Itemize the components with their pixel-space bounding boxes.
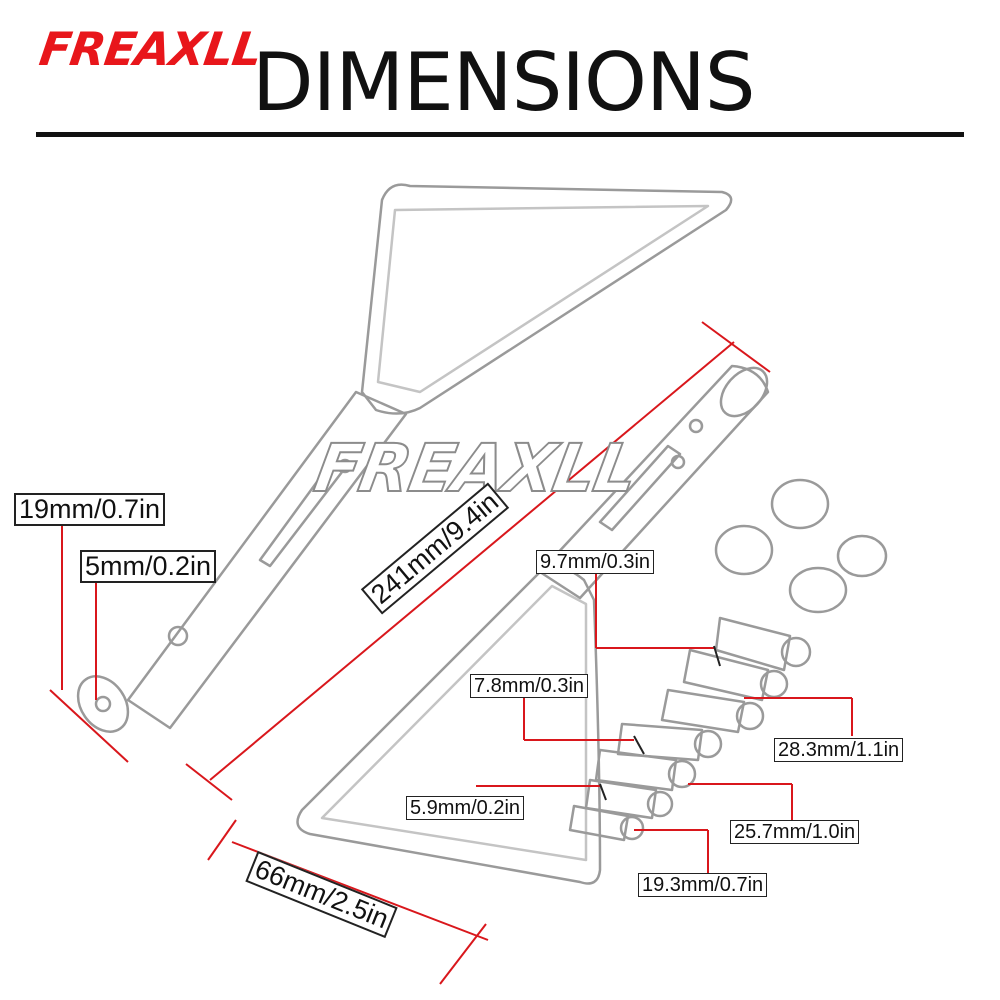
right-arm-end-cap (719, 366, 769, 418)
page-title: DIMENSIONS (252, 36, 756, 129)
bolt-label-28-3mm: 28.3mm/1.1in (774, 738, 904, 762)
bolt-label-19-3mm: 19.3mm/0.7in (638, 873, 768, 897)
hole-diameter-label: 5mm/0.2in (80, 550, 217, 583)
bolt-set-upper (660, 616, 812, 734)
left-arm-end-cap (76, 675, 130, 733)
left-mirror-glass-inner (376, 204, 710, 394)
left-mirror-glass (360, 183, 733, 415)
end-cap (770, 478, 830, 530)
bolt-label-5-9mm: 5.9mm/0.2in (406, 796, 525, 820)
right-mirror-glass-inner (320, 584, 588, 862)
left-mirror-arm (126, 390, 408, 730)
right-arm-slot (598, 444, 682, 532)
bolt-label-25-7mm: 25.7mm/1.0in (730, 820, 860, 844)
bolt-measure-ticks (599, 645, 721, 801)
end-cap (788, 566, 848, 614)
bolt-set-lower (568, 722, 723, 842)
arm-diameter-label: 19mm/0.7in (14, 493, 166, 526)
left-arm-screw (167, 625, 189, 647)
title-divider (36, 132, 964, 137)
right-mirror-glass (296, 566, 602, 885)
end-cap (714, 524, 774, 576)
end-cap (836, 534, 888, 578)
bolt-label-7-8mm: 7.8mm/0.3in (470, 674, 589, 698)
bolt-label-9-7mm: 9.7mm/0.3in (536, 550, 655, 574)
